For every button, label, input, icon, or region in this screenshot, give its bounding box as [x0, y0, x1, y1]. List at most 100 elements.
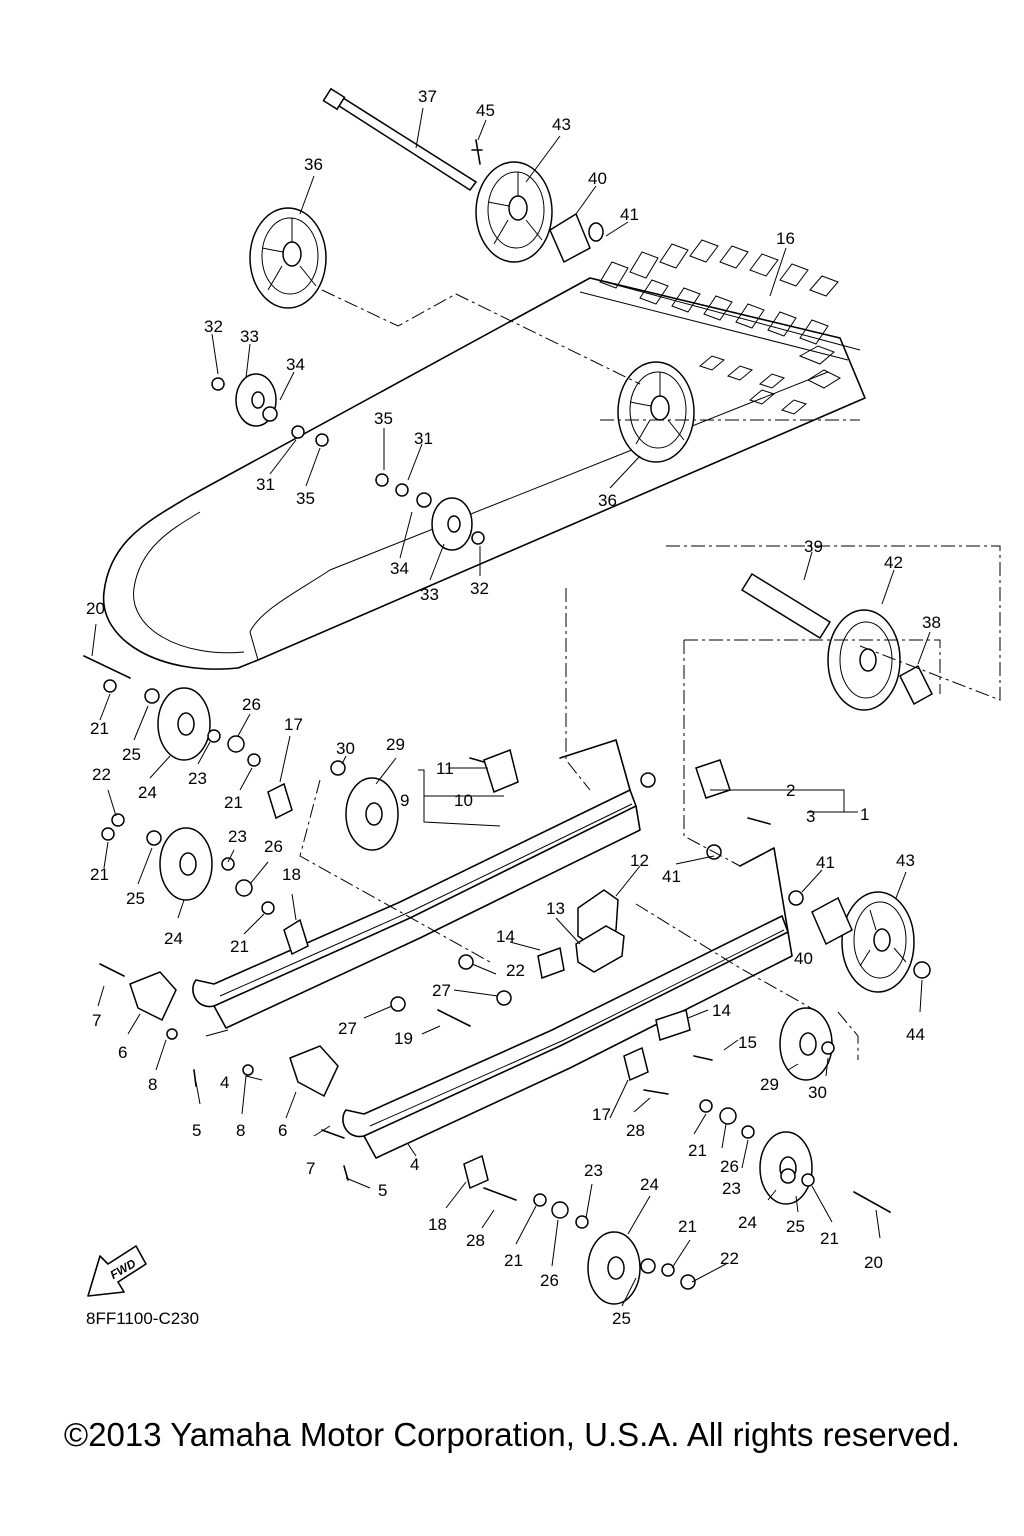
- part-label-33a: 33: [240, 327, 259, 346]
- part-label-39: 39: [804, 537, 823, 556]
- arm-18-lower: [463, 1154, 489, 1190]
- part-label-43a: 43: [552, 115, 571, 134]
- part-label-38: 38: [922, 613, 941, 632]
- part-label-9: 9: [400, 791, 409, 810]
- slide-rail-left: [192, 739, 641, 1029]
- part-label-21f: 21: [820, 1229, 839, 1248]
- part-label-5a: 5: [192, 1121, 201, 1140]
- part-label-34a: 34: [286, 355, 305, 374]
- stopper-6-left: [129, 971, 177, 1022]
- part-label-40a: 40: [588, 169, 607, 188]
- part-label-28a: 28: [626, 1121, 645, 1140]
- part-label-7b: 7: [306, 1159, 315, 1178]
- part-label-2: 2: [786, 781, 795, 800]
- guide-lines: [299, 289, 1001, 1060]
- part-label-21a: 21: [90, 719, 109, 738]
- part-label-18a: 18: [282, 865, 301, 884]
- part-label-22b: 22: [506, 961, 525, 980]
- part-label-26d: 26: [540, 1271, 559, 1290]
- part-label-6b: 6: [278, 1121, 287, 1140]
- nuts-washers: [101, 377, 931, 1290]
- part-label-26a: 26: [242, 695, 261, 714]
- part-label-32b: 32: [470, 579, 489, 598]
- part-label-30b: 30: [808, 1083, 827, 1102]
- collar-40-upper: [549, 212, 604, 264]
- bracket-11: [483, 748, 519, 794]
- track-belt: [102, 239, 866, 670]
- collar-38: [899, 664, 933, 706]
- fwd-direction-arrow: FWD: [87, 1245, 147, 1297]
- part-label-31a: 31: [414, 429, 433, 448]
- part-label-16: 16: [776, 229, 795, 248]
- part-label-25c: 25: [786, 1217, 805, 1236]
- arm-18-upper: [283, 918, 309, 956]
- part-label-37: 37: [418, 87, 437, 106]
- wheel-43-lower: [841, 891, 915, 993]
- arm-17-lower: [623, 1046, 649, 1082]
- part-label-36a: 36: [304, 155, 323, 174]
- stopper-6-right: [289, 1045, 339, 1098]
- part-label-33b: 33: [420, 585, 439, 604]
- slider-block-14: [655, 1009, 691, 1041]
- bracket-13: [575, 925, 625, 973]
- part-label-22c: 22: [720, 1249, 739, 1268]
- part-label-7a: 7: [92, 1011, 101, 1030]
- part-label-21e: 21: [688, 1141, 707, 1160]
- part-label-27a: 27: [432, 981, 451, 1000]
- shaft-39: [740, 572, 832, 640]
- part-label-17b: 17: [592, 1105, 611, 1124]
- part-label-29b: 29: [760, 1075, 779, 1094]
- part-label-41a: 41: [620, 205, 639, 224]
- slider-block-14b: [537, 946, 565, 980]
- part-label-10: 10: [454, 791, 473, 810]
- part-label-40b: 40: [794, 949, 813, 968]
- part-label-42: 42: [884, 553, 903, 572]
- part-label-11: 11: [436, 759, 454, 778]
- part-label-27b: 27: [338, 1019, 357, 1038]
- part-label-17a: 17: [284, 715, 303, 734]
- part-label-21c: 21: [90, 865, 109, 884]
- part-label-4b: 4: [410, 1155, 419, 1174]
- part-label-4a: 4: [220, 1073, 229, 1092]
- part-label-41c: 41: [662, 867, 681, 886]
- part-label-24c: 24: [640, 1175, 659, 1194]
- arm-17-upper: [267, 782, 293, 820]
- leader-lines: [91, 107, 931, 1307]
- part-label-23d: 23: [584, 1161, 603, 1180]
- part-label-21h: 21: [504, 1251, 523, 1270]
- part-label-14b: 14: [712, 1001, 731, 1020]
- part-label-45: 45: [476, 101, 495, 120]
- part-label-34b: 34: [390, 559, 409, 578]
- collar-40-lower: [811, 896, 853, 946]
- part-label-28b: 28: [466, 1231, 485, 1250]
- part-label-6a: 6: [118, 1043, 127, 1062]
- part-label-21g: 21: [678, 1217, 697, 1236]
- part-label-3: 3: [806, 807, 815, 826]
- part-label-35a: 35: [374, 409, 393, 428]
- cotter-pin-45: [471, 139, 483, 165]
- part-label-29a: 29: [386, 735, 405, 754]
- part-label-32a: 32: [204, 317, 223, 336]
- part-label-8a: 8: [148, 1075, 157, 1094]
- wheel-43-upper: [475, 161, 553, 263]
- part-label-23b: 23: [228, 827, 247, 846]
- part-label-23c: 23: [722, 1179, 741, 1198]
- part-label-35b: 35: [296, 489, 315, 508]
- idler-wheels: [157, 373, 833, 1305]
- part-label-26b: 26: [264, 837, 283, 856]
- part-label-21b: 21: [224, 793, 243, 812]
- part-label-1: 1: [860, 805, 869, 824]
- part-label-19: 19: [394, 1029, 413, 1048]
- bolts: [83, 655, 891, 1213]
- wheel-36-lower: [617, 361, 695, 463]
- part-label-21d: 21: [230, 937, 249, 956]
- part-label-44: 44: [906, 1025, 925, 1044]
- wheel-42: [827, 609, 901, 711]
- part-label-30a: 30: [336, 739, 355, 758]
- part-label-13: 13: [546, 899, 565, 918]
- part-label-31b: 31: [256, 475, 275, 494]
- slide-rail-right: [342, 847, 793, 1159]
- part-label-24a: 24: [138, 783, 157, 802]
- copyright-notice: ©2013 Yamaha Motor Corporation, U.S.A. A…: [63, 1416, 961, 1453]
